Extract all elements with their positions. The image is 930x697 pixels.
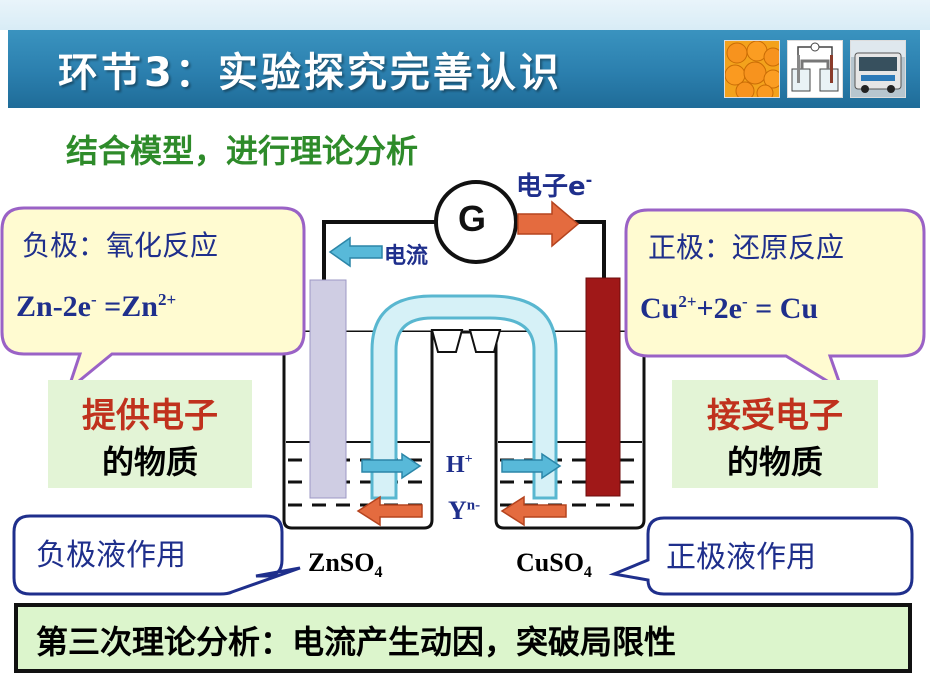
right-callout bbox=[608, 516, 914, 596]
left-bubble bbox=[0, 206, 306, 395]
y-ion-arrow-left bbox=[356, 495, 423, 527]
bridge-stopper bbox=[430, 329, 464, 353]
bottom-summary-box bbox=[14, 603, 912, 673]
right-bubble bbox=[624, 208, 926, 394]
left-callout bbox=[12, 514, 301, 596]
left-beaker bbox=[282, 332, 434, 530]
right-beaker bbox=[494, 332, 646, 530]
electron-arrow bbox=[517, 200, 580, 248]
h-ion-arrow-right bbox=[501, 452, 562, 480]
y-ion-label: Yn- bbox=[448, 496, 481, 525]
right-bubble-equation: Cu2++2e- = Cu bbox=[640, 292, 819, 325]
current-arrow bbox=[328, 236, 383, 268]
h-ion-arrow-left bbox=[361, 452, 422, 480]
section-subtitle: 结合模型，进行理论分析 bbox=[66, 132, 419, 170]
right-solution-label: CuSO4 bbox=[516, 548, 592, 582]
left-solution-label: ZnSO4 bbox=[308, 548, 383, 582]
left-role-box: 提供电子 的物质 bbox=[48, 380, 252, 488]
left-callout-text: 负极液作用 bbox=[36, 538, 186, 573]
left-bubble-title: 负极：氧化反应 bbox=[22, 229, 219, 262]
right-role-line1: 接受电子 bbox=[707, 396, 843, 436]
right-bubble-title: 正极：还原反应 bbox=[648, 231, 845, 264]
bottom-summary-text: 第三次理论分析：电流产生动因，突破局限性 bbox=[36, 623, 677, 661]
right-role-box: 接受电子 的物质 bbox=[672, 380, 878, 488]
page-title: 环节3：实验探究完善认识 bbox=[58, 50, 562, 96]
left-role-line1: 提供电子 bbox=[82, 396, 218, 436]
galvanometer bbox=[434, 180, 518, 264]
copper-electrode bbox=[585, 277, 621, 497]
left-bubble-equation: Zn-2e- =Zn2+ bbox=[16, 290, 177, 323]
h-ion-label: H+ bbox=[446, 452, 473, 478]
bus-thumbnail bbox=[850, 40, 906, 98]
right-callout-text: 正极液作用 bbox=[666, 540, 816, 575]
oranges-thumbnail bbox=[724, 40, 780, 98]
header-top-strip bbox=[0, 0, 930, 30]
salt-bridge bbox=[370, 294, 558, 500]
y-ion-arrow-right bbox=[500, 495, 567, 527]
zinc-electrode bbox=[309, 279, 347, 499]
electron-label: 电子e- bbox=[516, 170, 593, 202]
current-label: 电流 bbox=[384, 244, 429, 269]
apparatus-thumbnail bbox=[787, 40, 843, 98]
left-role-line2: 的物质 bbox=[101, 443, 198, 481]
galvanometer-label: G bbox=[458, 198, 487, 239]
right-role-line2: 的物质 bbox=[726, 443, 823, 481]
